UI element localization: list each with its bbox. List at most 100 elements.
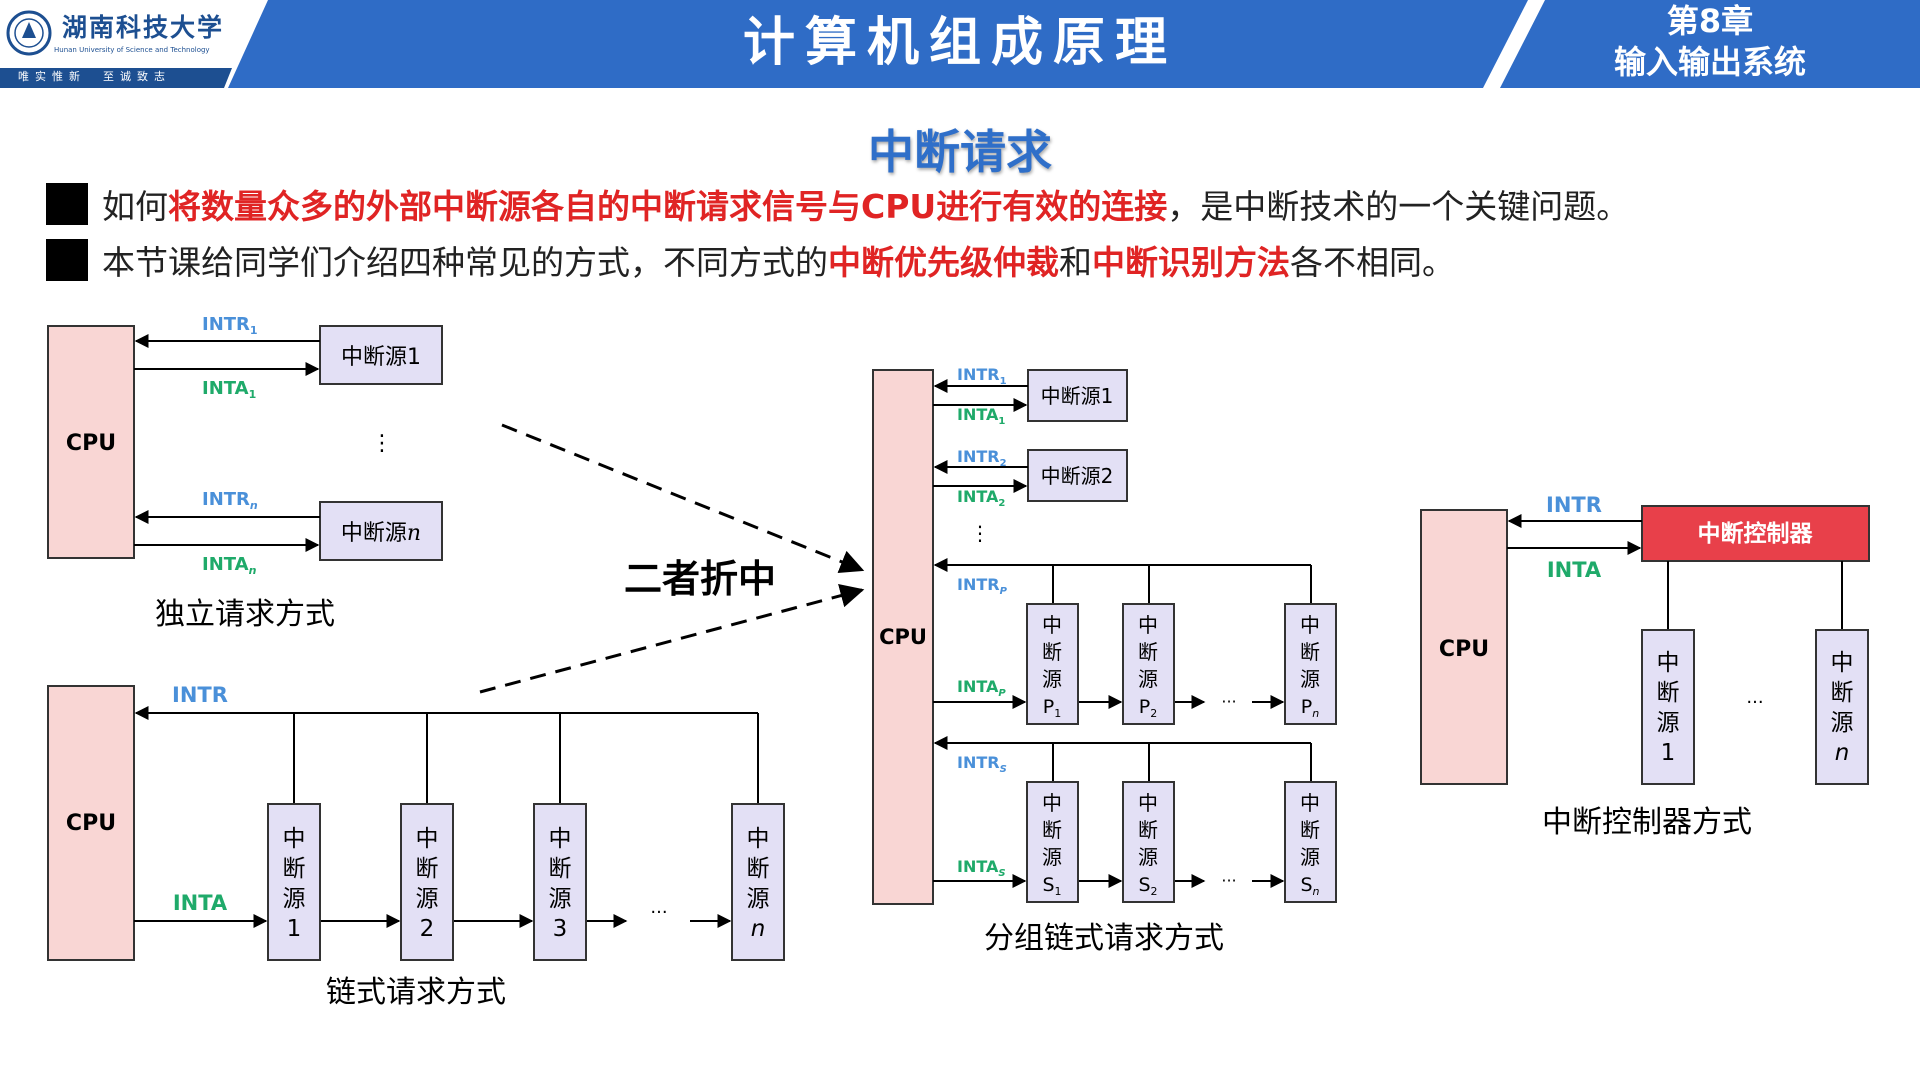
source-char: 中 — [1138, 791, 1158, 815]
source-char: 中 — [1042, 613, 1062, 637]
interrupt-source-label: 中断源1 — [341, 345, 421, 370]
source-number: 3 — [553, 916, 568, 942]
source-number: n — [751, 916, 766, 942]
intr-label: INTR1 — [957, 365, 1007, 387]
source-char: 源 — [1138, 667, 1158, 691]
diagram-caption: 链式请求方式 — [326, 975, 506, 1010]
intr-label: INTRn — [202, 489, 258, 512]
source-char: 中 — [1657, 650, 1680, 676]
s-sources: 中 断 源 S1 中 断 源 S2 中 断 源 Sn — [1026, 781, 1337, 903]
source-char: 断 — [1300, 818, 1320, 842]
interrupt-source-box — [1027, 449, 1128, 502]
ellipsis: ··· — [1221, 692, 1236, 711]
source-id: S1 — [1042, 874, 1061, 898]
interrupt-source-label: 中断源n — [341, 521, 421, 546]
intr-label: INTR — [172, 683, 228, 707]
interrupt-source-label: 中断源2 — [1041, 464, 1114, 488]
cpu-label: CPU — [66, 811, 116, 836]
source-char: 断 — [1831, 680, 1854, 706]
intr-label: INTR2 — [957, 447, 1007, 469]
source-char: 断 — [747, 856, 770, 882]
interrupt-source-box — [1122, 603, 1175, 725]
bullet-2-part: 和 — [1059, 243, 1092, 282]
source-char: 断 — [1138, 818, 1158, 842]
ellipsis: ··· — [1221, 871, 1236, 890]
interrupt-source-label: 中断源1 — [1041, 384, 1114, 408]
source-char: 断 — [1300, 640, 1320, 664]
cpu-box — [47, 325, 135, 559]
bullet-square-icon — [46, 183, 88, 225]
cpu-label: CPU — [879, 625, 927, 649]
source-char: 断 — [1042, 818, 1062, 842]
diagram-caption: 中断控制器方式 — [1542, 805, 1752, 840]
interrupt-source-box — [1026, 603, 1079, 725]
inta-label: INTAS — [957, 857, 1006, 879]
header-bar: 湖南科技大学 Hunan University of Science and T… — [0, 0, 1920, 88]
inta-label: INTAn — [202, 554, 257, 577]
university-seal-icon — [6, 10, 52, 56]
interrupt-source-box — [1284, 781, 1337, 903]
source-char: 源 — [549, 886, 572, 912]
interrupt-controller-diagram: CPU 中断控制器 INTR INTA 中 断 源 1 中 断 源 n ··· … — [1420, 493, 1870, 840]
cpu-label: CPU — [66, 431, 116, 456]
section-title: 中断请求 — [868, 125, 1052, 179]
source-char: 中 — [1300, 791, 1320, 815]
source-char: 断 — [1657, 680, 1680, 706]
source-char: 中 — [549, 826, 572, 852]
inta-label: INTA — [1547, 558, 1602, 582]
source-char: 中 — [747, 826, 770, 852]
source-char: 源 — [416, 886, 439, 912]
bullet-1: 如何将数量众多的外部中断源各自的中断请求信号与CPU进行有效的连接，是中断技术的… — [46, 182, 1629, 226]
chain-sources: 中 断 源 1 中 断 源 2 中 断 源 3 中 断 源 n — [267, 803, 785, 961]
cpu-box — [872, 369, 934, 905]
interrupt-source-box — [1641, 629, 1695, 785]
source-id: S2 — [1138, 874, 1157, 898]
source-char: 源 — [1831, 710, 1854, 736]
interrupt-source-box — [1027, 369, 1128, 422]
dashed-arrow — [501, 423, 865, 574]
interrupt-source-box — [1026, 781, 1079, 903]
university-english-name: Hunan University of Science and Technolo… — [54, 46, 210, 54]
source-id: Pn — [1301, 696, 1319, 720]
source-id: P2 — [1139, 696, 1157, 720]
cpu-box — [1420, 509, 1508, 785]
bullet-1-part: ，是中断技术的一个关键问题。 — [1167, 187, 1630, 226]
source-char: 源 — [1042, 667, 1062, 691]
source-char: 中 — [1138, 613, 1158, 637]
interrupt-source-box — [533, 803, 587, 961]
bullet-2: 本节课给同学们介绍四种常见的方式，不同方式的中断优先级仲裁和中断识别方法各不相同… — [46, 238, 1455, 282]
p-sources: 中 断 源 P1 中 断 源 P2 中 断 源 Pn — [1026, 603, 1337, 725]
intr-label: INTR1 — [202, 314, 258, 337]
chapter-number: 第8章 — [1666, 2, 1754, 40]
source-char: 中 — [1042, 791, 1062, 815]
source-char: 源 — [1300, 667, 1320, 691]
inta-label: INTA1 — [202, 378, 256, 401]
chain-request-diagram: CPU INTR INTA ··· 中 断 源 1 中 断 源 2 中 断 源 — [47, 683, 785, 1010]
diagram-caption: 独立请求方式 — [155, 597, 335, 632]
interrupt-source-box — [1122, 781, 1175, 903]
vertical-ellipsis: ⋮ — [970, 521, 990, 545]
source-id: Sn — [1300, 874, 1319, 898]
interrupt-source-box — [267, 803, 321, 961]
source-char: 源 — [747, 886, 770, 912]
source-char: 断 — [283, 856, 306, 882]
ellipsis: ··· — [650, 902, 667, 923]
source-number: 1 — [1661, 740, 1676, 766]
source-number: 1 — [287, 916, 302, 942]
intr-label: INTRS — [957, 753, 1007, 775]
interrupt-source-box — [319, 325, 443, 385]
source-char: 源 — [1138, 845, 1158, 869]
intr-label: INTRP — [957, 575, 1008, 597]
source-char: 源 — [1042, 845, 1062, 869]
interrupt-source-box — [1815, 629, 1869, 785]
bullet-square-icon — [46, 239, 88, 281]
source-id: P1 — [1043, 696, 1061, 720]
bullet-2-highlight: 中断优先级仲裁 — [828, 243, 1059, 282]
cpu-box — [47, 685, 135, 961]
inta-label: INTAP — [957, 677, 1006, 699]
source-char: 中 — [1300, 613, 1320, 637]
source-char: 源 — [283, 886, 306, 912]
source-char: 中 — [416, 826, 439, 852]
inta-label: INTA — [173, 891, 228, 915]
interrupt-controller-box — [1641, 505, 1870, 562]
